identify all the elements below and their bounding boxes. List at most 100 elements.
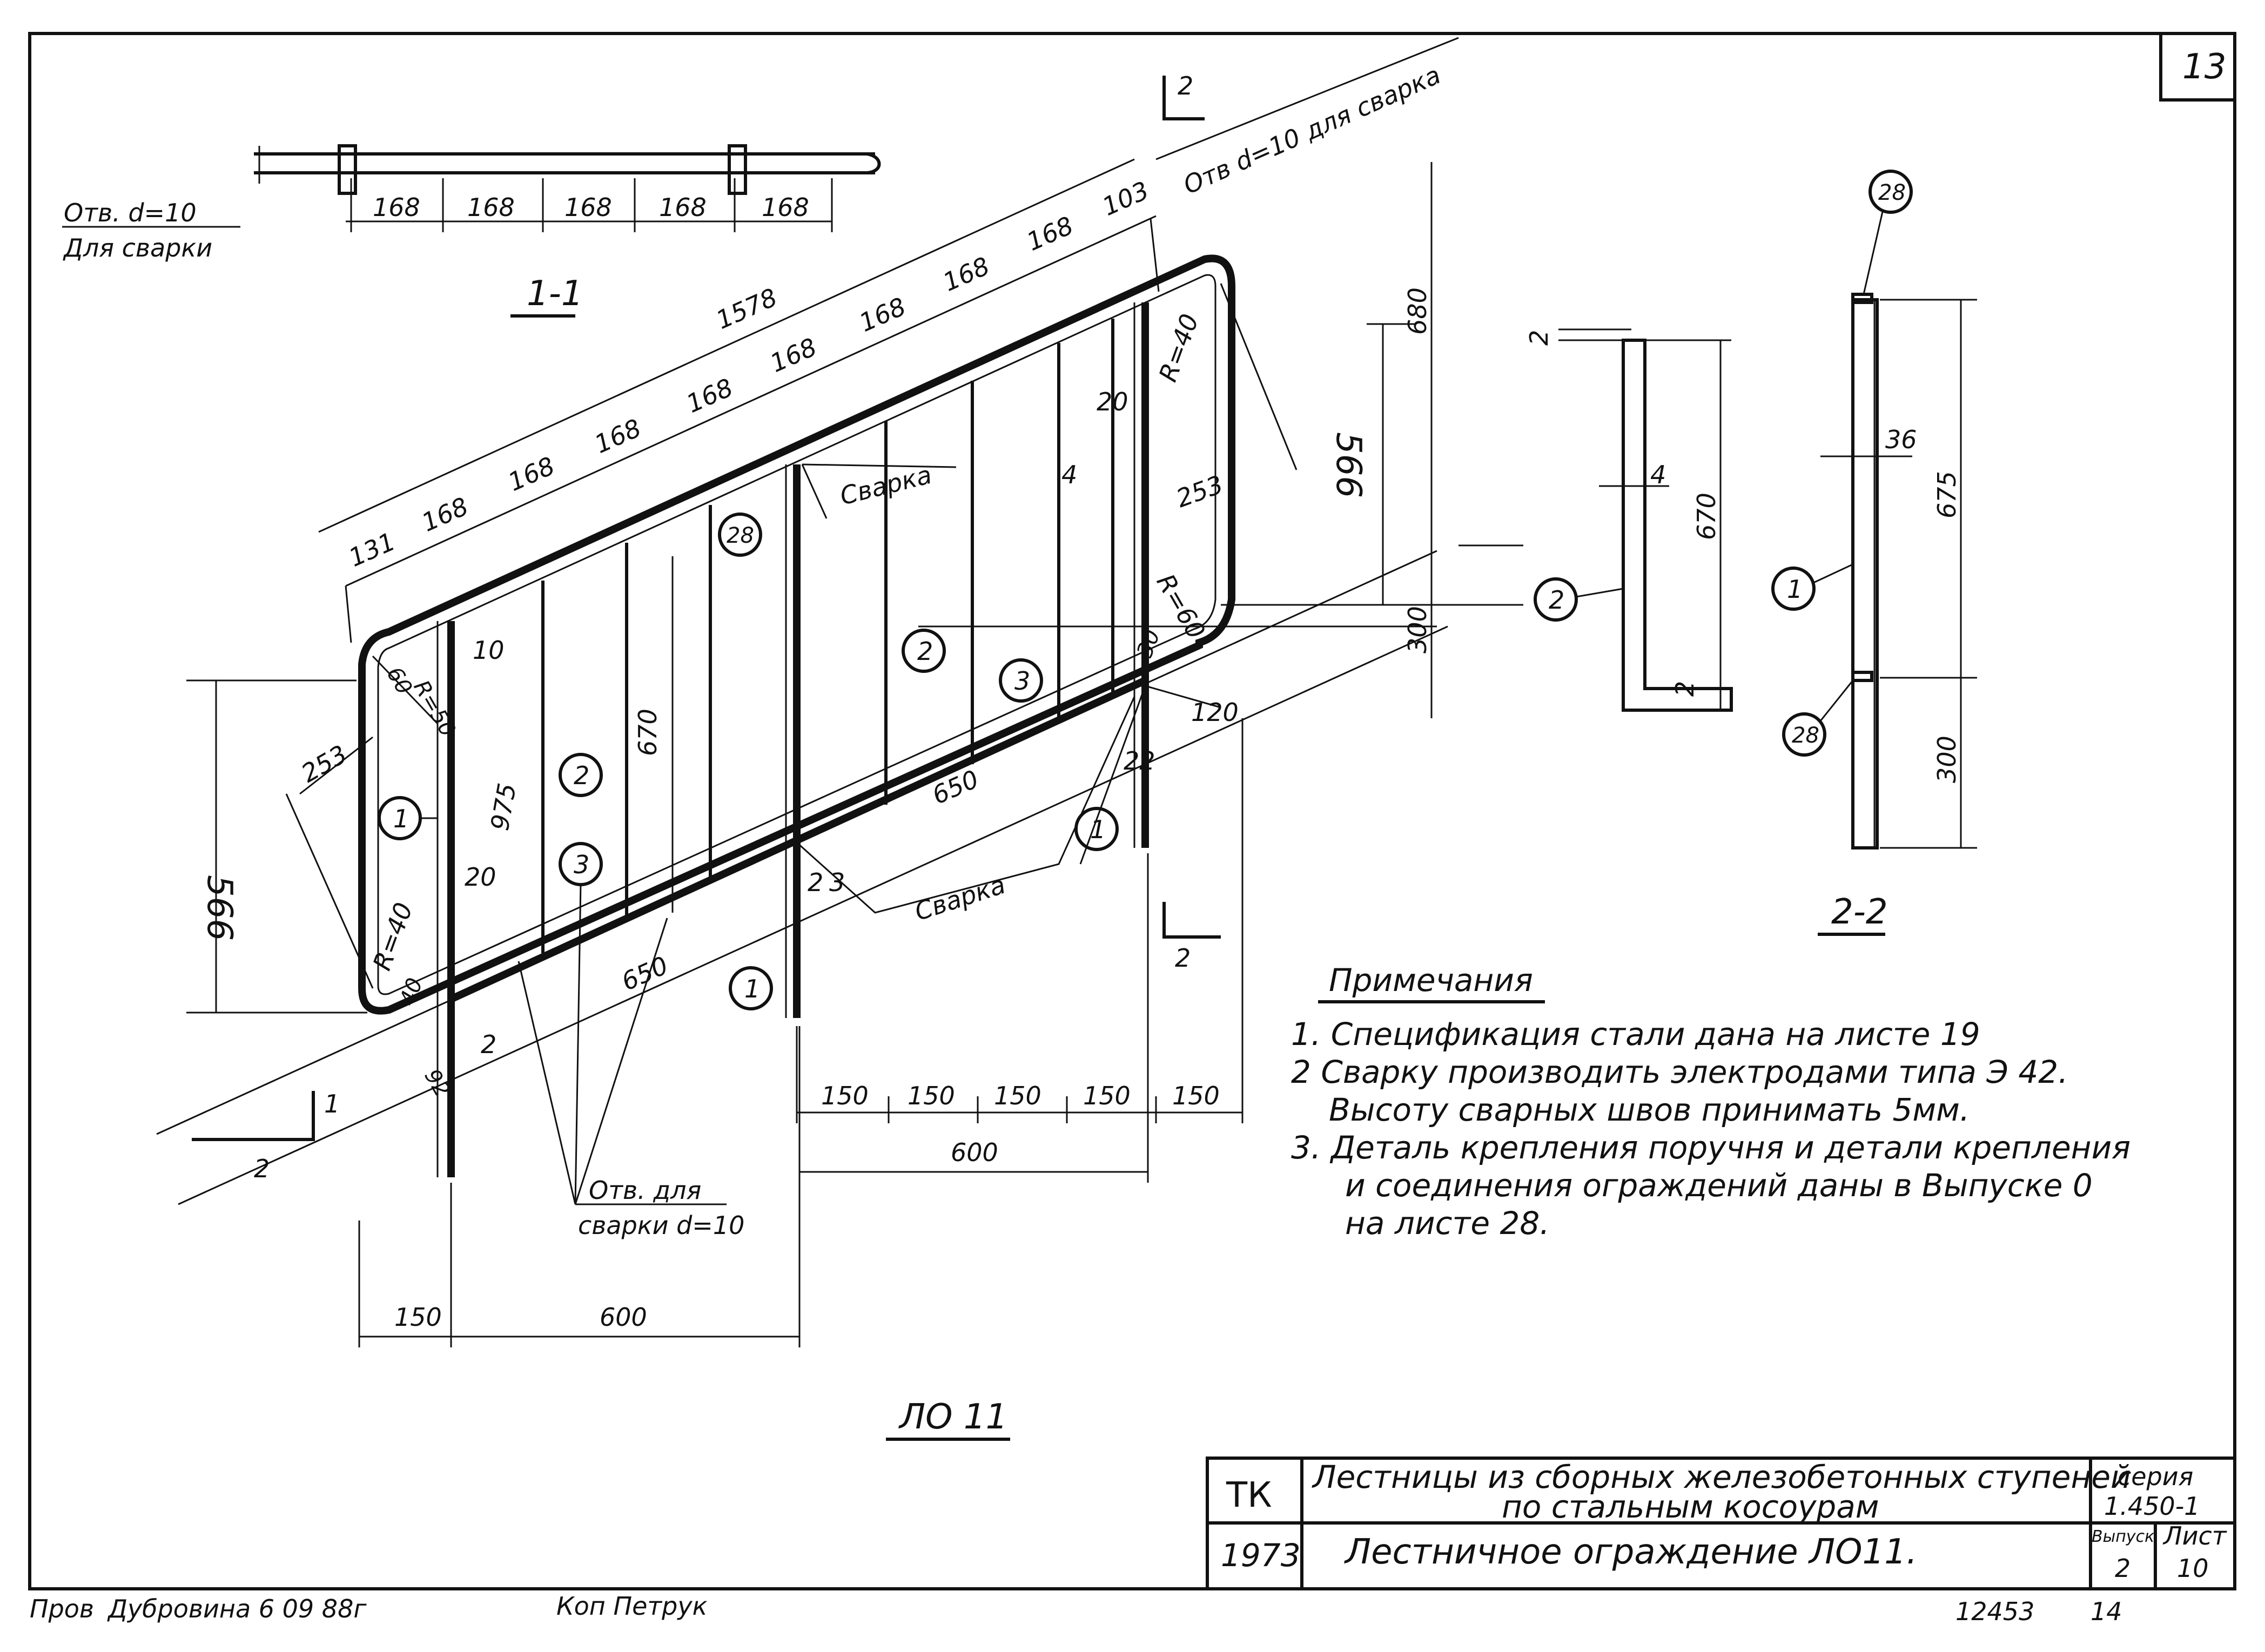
bottom-dimensions: 150 150 150 150 150 600 150 600 Отв. для… (192, 71, 1244, 1441)
callout: 1 (744, 974, 760, 1003)
title-block-sheet-value: 10 (2177, 1554, 2209, 1583)
section-1-1-hole-note: Для сварки (63, 233, 212, 262)
detail-2-callout: 2 (1549, 585, 1564, 615)
drawing-caption: ЛО 11 (898, 1397, 1007, 1437)
title-block-issue-label: Выпуск (2092, 1527, 2154, 1546)
dim-670: 670 (633, 709, 662, 756)
total-dim: 1578 (712, 282, 782, 335)
sheet-frame (28, 32, 2236, 1590)
dim-r40-right: R=40 (1153, 310, 1205, 386)
callout: 3 (1014, 666, 1030, 696)
callout: 28 (727, 523, 754, 548)
notes-line: Высоту сварных швов принимать 5мм. (1329, 1091, 1970, 1128)
sheet-number-box (2159, 33, 2235, 102)
top-dim: 168 (939, 251, 994, 297)
dim-975: 975 (485, 781, 522, 833)
dim-566-left: 566 (199, 875, 239, 941)
footer-checked-sign: Дубровина 6 09 88г (107, 1594, 367, 1623)
top-dim: 168 (855, 292, 910, 338)
dim-4: 4 (1061, 460, 1077, 489)
side-dimensions: 566 253 975 20 670 10 R=50 60 R=40 40 92… (186, 162, 1433, 1101)
footer-page-no: 14 (2091, 1597, 2122, 1626)
dim-150-left: 150 (394, 1303, 442, 1332)
top-dim: 168 (418, 491, 473, 537)
notes-line: 2 Сварку производить электродами типа Э … (1291, 1054, 2068, 1090)
dim-10: 10 (473, 636, 505, 665)
section-2-2: 675 300 36 28 1 28 2-2 (1771, 170, 1977, 936)
detail-2-dim-4: 4 (1650, 460, 1666, 489)
section-1-1-hole-note: Отв. d=10 (64, 198, 197, 227)
title-block-title: Лестницы из сборных железобетонных ступе… (1312, 1459, 2131, 1495)
dim-2-b: 2 (808, 868, 823, 897)
section-2-2-callout: 28 (1792, 723, 1819, 748)
hole-note-bottom: сварки d=10 (578, 1211, 744, 1240)
title-block-issue-value: 2 (2115, 1554, 2130, 1583)
title-block-org: ТК (1226, 1475, 1272, 1515)
section-2-2-callout: 28 (1878, 180, 1906, 205)
top-dim: 168 (504, 451, 559, 497)
footer: Пров Дубровина 6 09 88г Коп Петрук 12453… (30, 1592, 2122, 1626)
dim-r40-left: R=40 (367, 899, 419, 974)
cut-mark-2: 2 (1175, 943, 1191, 973)
hole-note-bottom: Отв. для (589, 1176, 701, 1205)
top-dimension-chain: 131 168 168 168 168 168 168 168 168 103 … (318, 37, 1459, 643)
dim-22: 22 (1124, 746, 1155, 776)
dim-680: 680 (1403, 287, 1432, 335)
notes-line: и соединения ограждений даны в Выпуске 0 (1345, 1167, 2093, 1204)
section-1-1: 168 168 168 168 168 Отв. d=10 Для сварки… (62, 144, 881, 318)
callout: 2 (917, 637, 933, 666)
title-block-title: по стальным косоурам (1502, 1488, 1879, 1525)
section-2-2-callout: 1 (1787, 575, 1803, 604)
dim-20-b: 20 (1097, 387, 1128, 416)
section-1-1-dim: 168 (373, 193, 420, 222)
section-1-1-dim: 168 (659, 193, 707, 222)
dim-253-right: 253 (1172, 470, 1227, 514)
dim-253-left: 253 (297, 739, 352, 788)
top-dim: 103 (1098, 176, 1153, 221)
dim-566-right: 566 (1328, 432, 1368, 498)
railing-frame (156, 254, 1523, 1205)
cut-mark-2: 2 (254, 1154, 270, 1183)
notes-line: 1. Спецификация стали дана на листе 19 (1291, 1016, 1980, 1053)
dim-150: 150 (1172, 1081, 1220, 1110)
dim-3: 3 (829, 868, 845, 897)
dim-20-a: 20 (465, 862, 496, 892)
title-block: ТК 1973 Лестницы из сборных железобетонн… (1206, 1457, 2236, 1590)
dim-650-upper: 650 (928, 764, 983, 810)
top-dim: 168 (766, 332, 821, 378)
dim-600-right: 600 (951, 1138, 998, 1167)
section-1-1-dim: 168 (467, 193, 515, 222)
cut-mark-1: 1 (324, 1089, 340, 1118)
title-block-series-value: 1.450-1 (2104, 1492, 2200, 1521)
dim-300: 300 (1403, 606, 1432, 653)
detail-2-dim-670: 670 (1692, 493, 1721, 540)
title-block-sheet-title: Лестничное ограждение ЛО11. (1344, 1532, 1917, 1572)
notes-line: на листе 28. (1345, 1205, 1550, 1242)
detail-2-dim-2-bottom: 2 (1670, 681, 1699, 697)
section-1-1-dim: 168 (762, 193, 809, 222)
detail-part-2: 670 4 2 2 2 (1524, 328, 1733, 712)
footer-copied: Коп Петрук (556, 1592, 708, 1621)
notes: Примечания 1. Спецификация стали дана на… (1291, 962, 2130, 1242)
sheet-number: 13 (2182, 47, 2226, 87)
notes-line: 3. Деталь крепления поручня и детали кре… (1291, 1129, 2130, 1166)
dim-150: 150 (1083, 1081, 1131, 1110)
footer-archive-no: 12453 (1955, 1597, 2034, 1626)
title-block-sheet-label: Лист (2162, 1521, 2227, 1550)
title-block-year: 1973 (1221, 1537, 1301, 1574)
section-1-1-dim: 168 (564, 193, 612, 222)
section-2-2-title: 2-2 (1831, 892, 1888, 932)
callout: 1 (1090, 815, 1106, 844)
dim-150: 150 (908, 1081, 955, 1110)
notes-heading: Примечания (1329, 962, 1533, 999)
section-2-2-dim-36: 36 (1885, 425, 1917, 454)
dim-150: 150 (994, 1081, 1041, 1110)
callout: 2 (574, 761, 589, 790)
section-2-2-dim-300: 300 (1932, 736, 1961, 783)
section-2-2-dim-675: 675 (1932, 471, 1961, 518)
dim-600-left: 600 (600, 1303, 647, 1332)
dim-r60: R=60 (1151, 569, 1211, 644)
footer-checked: Пров (30, 1594, 94, 1623)
weld-label: Сварка (911, 870, 1009, 927)
